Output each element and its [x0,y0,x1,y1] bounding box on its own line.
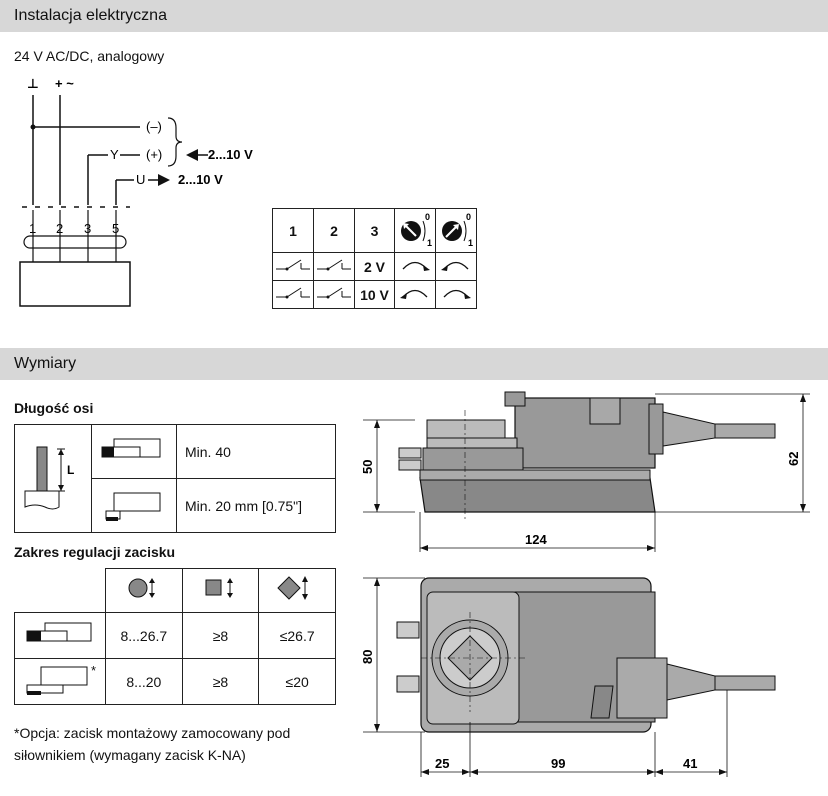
u-range: 2...10 V [178,172,223,187]
round-shaft-icon [105,568,183,613]
voltage-10v: 10 V [354,280,395,309]
switch-open-icon [313,252,355,281]
mount-top-icon [14,612,106,659]
shaft-min-20: Min. 20 mm [0.75"] [176,478,336,533]
voltage-2v: 2 V [354,252,395,281]
clamp-diamond-2: ≤20 [258,658,336,705]
svg-text:1: 1 [468,238,473,247]
square-shaft-icon [181,568,260,613]
shaft-length-title: Długość osi [14,400,94,416]
shaft-illustration: L [14,424,92,533]
footnote-line: siłownikiem (wymagany zacisk K-NA) [14,747,246,763]
dim-62: 62 [786,452,801,466]
section-title: Wymiary [14,355,77,372]
dim-99: 99 [551,756,565,771]
rotate-cw-icon [435,280,477,309]
diamond-shaft-icon [258,568,336,613]
section-header-dimensions: Wymiary [0,348,828,380]
clamp-square-2: ≥8 [181,658,260,705]
minus-line-label: (–) [146,119,162,134]
plus-symbol: + ~ [55,76,74,91]
plus-line-label: (+) [146,147,162,162]
dim-41: 41 [683,756,697,771]
svg-text:0: 0 [425,212,430,222]
dim-25: 25 [435,756,449,771]
wiring-diagram: ⊥ + ~ Y U (–) (+) 2...10 V 2...10 V 1 2 … [19,76,253,307]
top-view-drawing: 80 25 99 41 [360,577,776,777]
actuator-box [19,261,131,307]
y-range: 2...10 V [208,147,253,162]
switch-open-icon [272,280,314,309]
clamp-round-2: 8...20 [105,658,183,705]
y-label: Y [110,147,119,162]
mount-bottom-icon: * [14,658,106,705]
footnote: *Opcja: zacisk montażowy zamocowany pod … [14,722,290,766]
mount-top-icon [91,424,177,479]
rotate-cw-icon [394,252,436,281]
col-header-1: 1 [272,208,314,253]
section-header-electrical: Instalacja elektryczna [0,0,828,32]
shaft-min-40: Min. 40 [176,424,336,479]
switch-open-icon [272,252,314,281]
clamp-range-title: Zakres regulacji zacisku [14,544,176,560]
direction-table: 1 2 3 0 1 0 1 2 V [272,208,477,309]
svg-text:L: L [67,463,74,477]
shaft-length-table: L Min. 40 Min. 20 mm [0.75"] [14,424,336,533]
clamp-diamond-1: ≤26.7 [258,612,336,659]
switch-open-icon [313,280,355,309]
col-header-2: 2 [313,208,355,253]
svg-text:1: 1 [427,238,432,247]
dim-50: 50 [360,460,375,474]
minus-symbol: ⊥ [27,76,39,91]
u-label: U [136,172,145,187]
supply-label: 24 V AC/DC, analogowy [14,48,165,64]
option-asterisk: * [91,663,97,678]
clamp-square-1: ≥8 [181,612,260,659]
switch-cw-icon: 0 1 [435,208,477,253]
dim-124: 124 [525,532,547,547]
svg-text:0: 0 [466,212,471,222]
dim-80: 80 [360,650,375,664]
footnote-line: *Opcja: zacisk montażowy zamocowany pod [14,725,291,741]
col-header-3: 3 [354,208,395,253]
section-title: Instalacja elektryczna [14,7,167,24]
switch-ccw-icon: 0 1 [394,208,436,253]
rotate-ccw-icon [394,280,436,309]
mount-bottom-icon [91,478,177,533]
clamp-round-1: 8...26.7 [105,612,183,659]
clamp-range-table: 8...26.7 ≥8 ≤26.7 * 8...20 ≥8 ≤20 [14,568,336,705]
rotate-ccw-icon [435,252,477,281]
side-view-drawing: 50 62 124 [360,391,810,552]
